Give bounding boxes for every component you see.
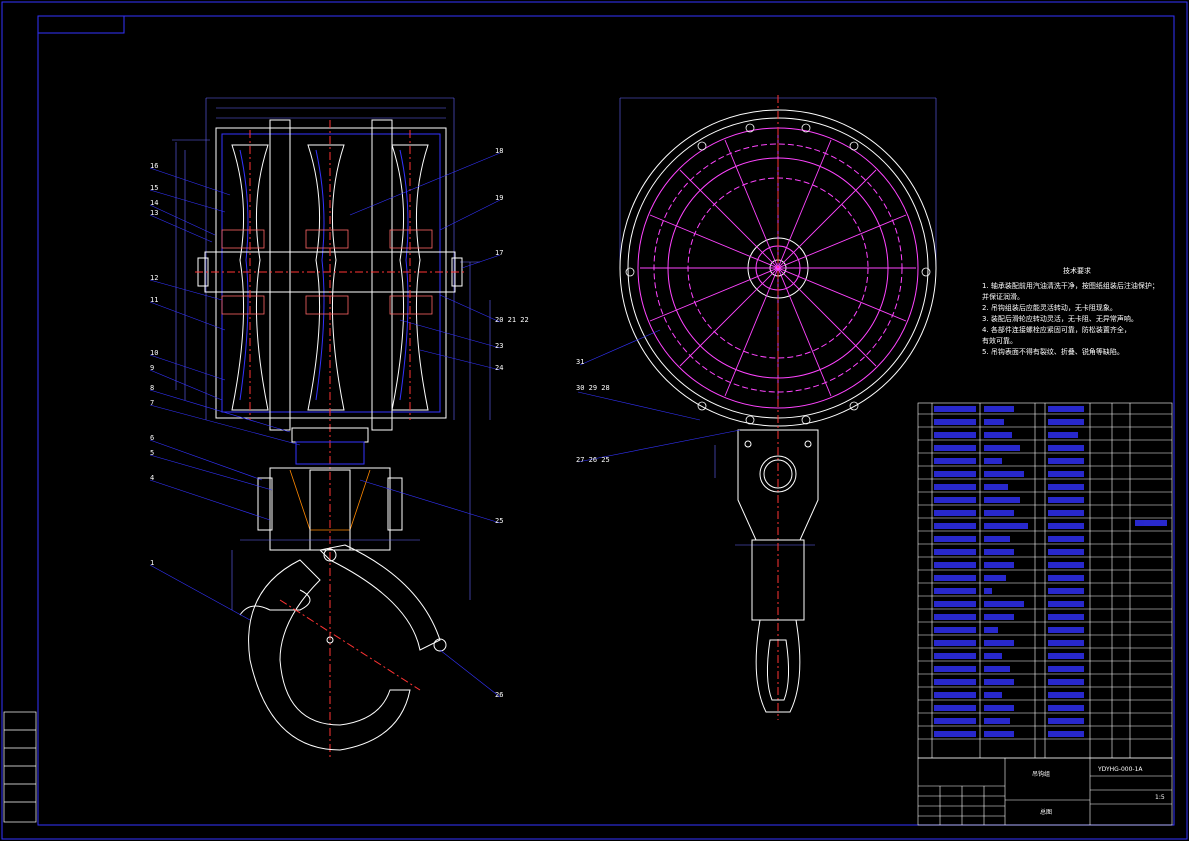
title-scale: 1:5 — [1155, 794, 1165, 801]
notes-title: 技术要求 — [1063, 267, 1091, 275]
title-drawing-no: YDYHG-000-1A — [1097, 766, 1143, 773]
note-line: 有效可靠。 — [982, 337, 1017, 345]
svg-text:5: 5 — [150, 449, 154, 457]
svg-text:12: 12 — [150, 274, 158, 282]
svg-text:1: 1 — [150, 559, 154, 567]
svg-text:13: 13 — [150, 209, 158, 217]
note-line: 2. 吊钩组装后应能灵活转动，无卡阻现象。 — [982, 304, 1117, 312]
svg-text:17: 17 — [495, 249, 503, 257]
svg-text:10: 10 — [150, 349, 158, 357]
title-sub: 总图 — [1040, 808, 1052, 816]
svg-text:16: 16 — [150, 162, 158, 170]
svg-text:31: 31 — [576, 358, 584, 366]
svg-text:24: 24 — [495, 364, 503, 372]
svg-text:9: 9 — [150, 364, 154, 372]
svg-text:23: 23 — [495, 342, 503, 350]
pulley-block-view: 16 15 14 13 12 11 10 9 8 7 6 5 4 1 18 19… — [149, 97, 529, 760]
svg-text:15: 15 — [150, 184, 158, 192]
parts-list — [917, 402, 1173, 759]
svg-text:30 29 28: 30 29 28 — [576, 384, 610, 392]
note-line: 3. 装配后滑轮应转动灵活，无卡阻、无异常声响。 — [982, 315, 1138, 323]
svg-text:25: 25 — [495, 517, 503, 525]
technical-notes: 技术要求 1. 轴承装配前用汽油清洗干净，按图纸组装后注油保护； 并保证润滑。 … — [982, 266, 1172, 358]
svg-text:19: 19 — [495, 194, 503, 202]
parts-list-rows — [934, 406, 1167, 737]
svg-text:6: 6 — [150, 434, 154, 442]
svg-text:20 21 22: 20 21 22 — [495, 316, 529, 324]
note-line: 并保证润滑。 — [982, 293, 1024, 301]
margin-boxes — [3, 711, 37, 823]
svg-text:4: 4 — [150, 474, 154, 482]
svg-text:14: 14 — [150, 199, 158, 207]
svg-text:8: 8 — [150, 384, 154, 392]
svg-text:26: 26 — [495, 691, 503, 699]
svg-text:11: 11 — [150, 296, 158, 304]
svg-text:18: 18 — [495, 147, 503, 155]
note-line: 5. 吊钩表面不得有裂纹、折叠、锐角等缺陷。 — [982, 348, 1124, 356]
side-view: 31 30 29 28 27 26 25 — [576, 95, 937, 720]
svg-text:27 26 25: 27 26 25 — [576, 456, 610, 464]
inner-frame — [37, 15, 1175, 826]
corner-label-box — [37, 15, 125, 34]
note-line: 4. 各部件连接螺栓应紧固可靠，防松装置齐全， — [982, 326, 1131, 334]
title-name: 吊钩组 — [1032, 770, 1050, 778]
title-block — [917, 757, 1173, 826]
note-line: 1. 轴承装配前用汽油清洗干净，按图纸组装后注油保护； — [982, 282, 1159, 290]
svg-text:7: 7 — [150, 399, 154, 407]
